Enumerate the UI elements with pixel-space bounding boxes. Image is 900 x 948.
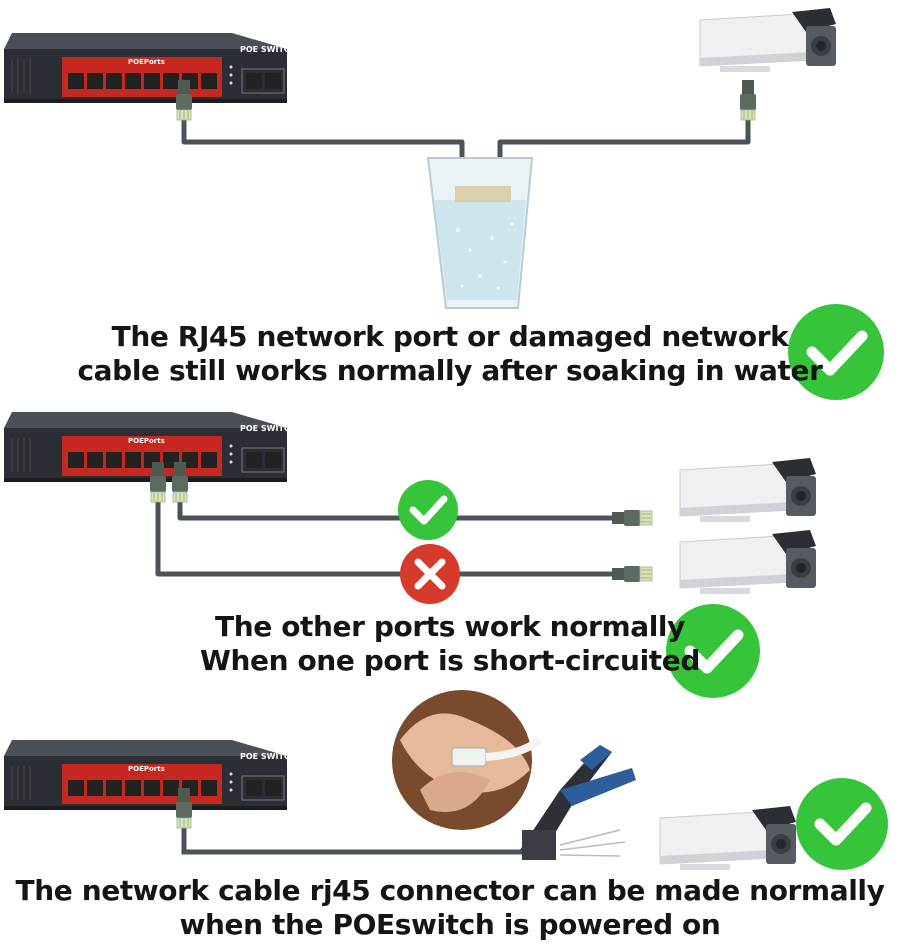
caption-1: The RJ45 network port or damaged network…: [0, 320, 900, 388]
plug-2-camera-top: [611, 509, 653, 527]
plug-1-camera: [739, 79, 757, 121]
switch-1-ports-label: POEPorts: [128, 58, 165, 66]
caption-3: The network cable rj45 connector can be …: [0, 874, 900, 942]
camera-4: [659, 805, 797, 871]
cross-circle-icon: [400, 544, 460, 604]
caption-2-line-2: When one port is short-circuited: [199, 644, 701, 677]
switch-2-label: POE SWITCH: [240, 424, 297, 433]
caption-3-line-1: The network cable rj45 connector can be …: [15, 874, 885, 907]
switch-3-ports-label: POEPorts: [128, 765, 165, 773]
camera-1: [699, 7, 837, 73]
caption-1-line-2: cable still works normally after soaking…: [77, 354, 823, 387]
check-circle-icon-4: [796, 778, 888, 870]
check-circle-icon-1: [788, 304, 884, 400]
caption-1-line-1: The RJ45 network port or damaged network: [111, 320, 789, 353]
cable-3: [181, 826, 530, 855]
switch-1-label: POE SWITCH: [240, 45, 297, 54]
plug-2-right: [171, 461, 189, 503]
camera-2: [679, 457, 817, 523]
camera-3: [679, 529, 817, 595]
caption-2: The other ports work normally When one p…: [0, 610, 900, 678]
check-circle-icon-2: [398, 480, 458, 540]
plug-1-switch: [175, 79, 193, 121]
switch-3-label: POE SWITCH: [240, 752, 297, 761]
switch-3: POE SWITCH POEPorts: [3, 739, 297, 811]
caption-2-line-1: The other ports work normally: [215, 610, 685, 643]
switch-1: POE SWITCH POEPorts: [3, 32, 297, 104]
plug-3-switch: [175, 787, 193, 829]
hand-photo: [392, 690, 543, 830]
crimp-tool: [520, 745, 636, 860]
check-circle-icon-3: [666, 604, 760, 698]
plug-2-camera-bottom: [611, 565, 653, 583]
switch-2: POE SWITCH POEPorts: [3, 411, 297, 483]
plug-2-left: [149, 461, 167, 503]
water-glass: [426, 157, 534, 309]
caption-3-line-2: when the POEswitch is powered on: [179, 908, 721, 941]
switch-2-ports-label: POEPorts: [128, 437, 165, 445]
cable-2: [155, 500, 620, 577]
